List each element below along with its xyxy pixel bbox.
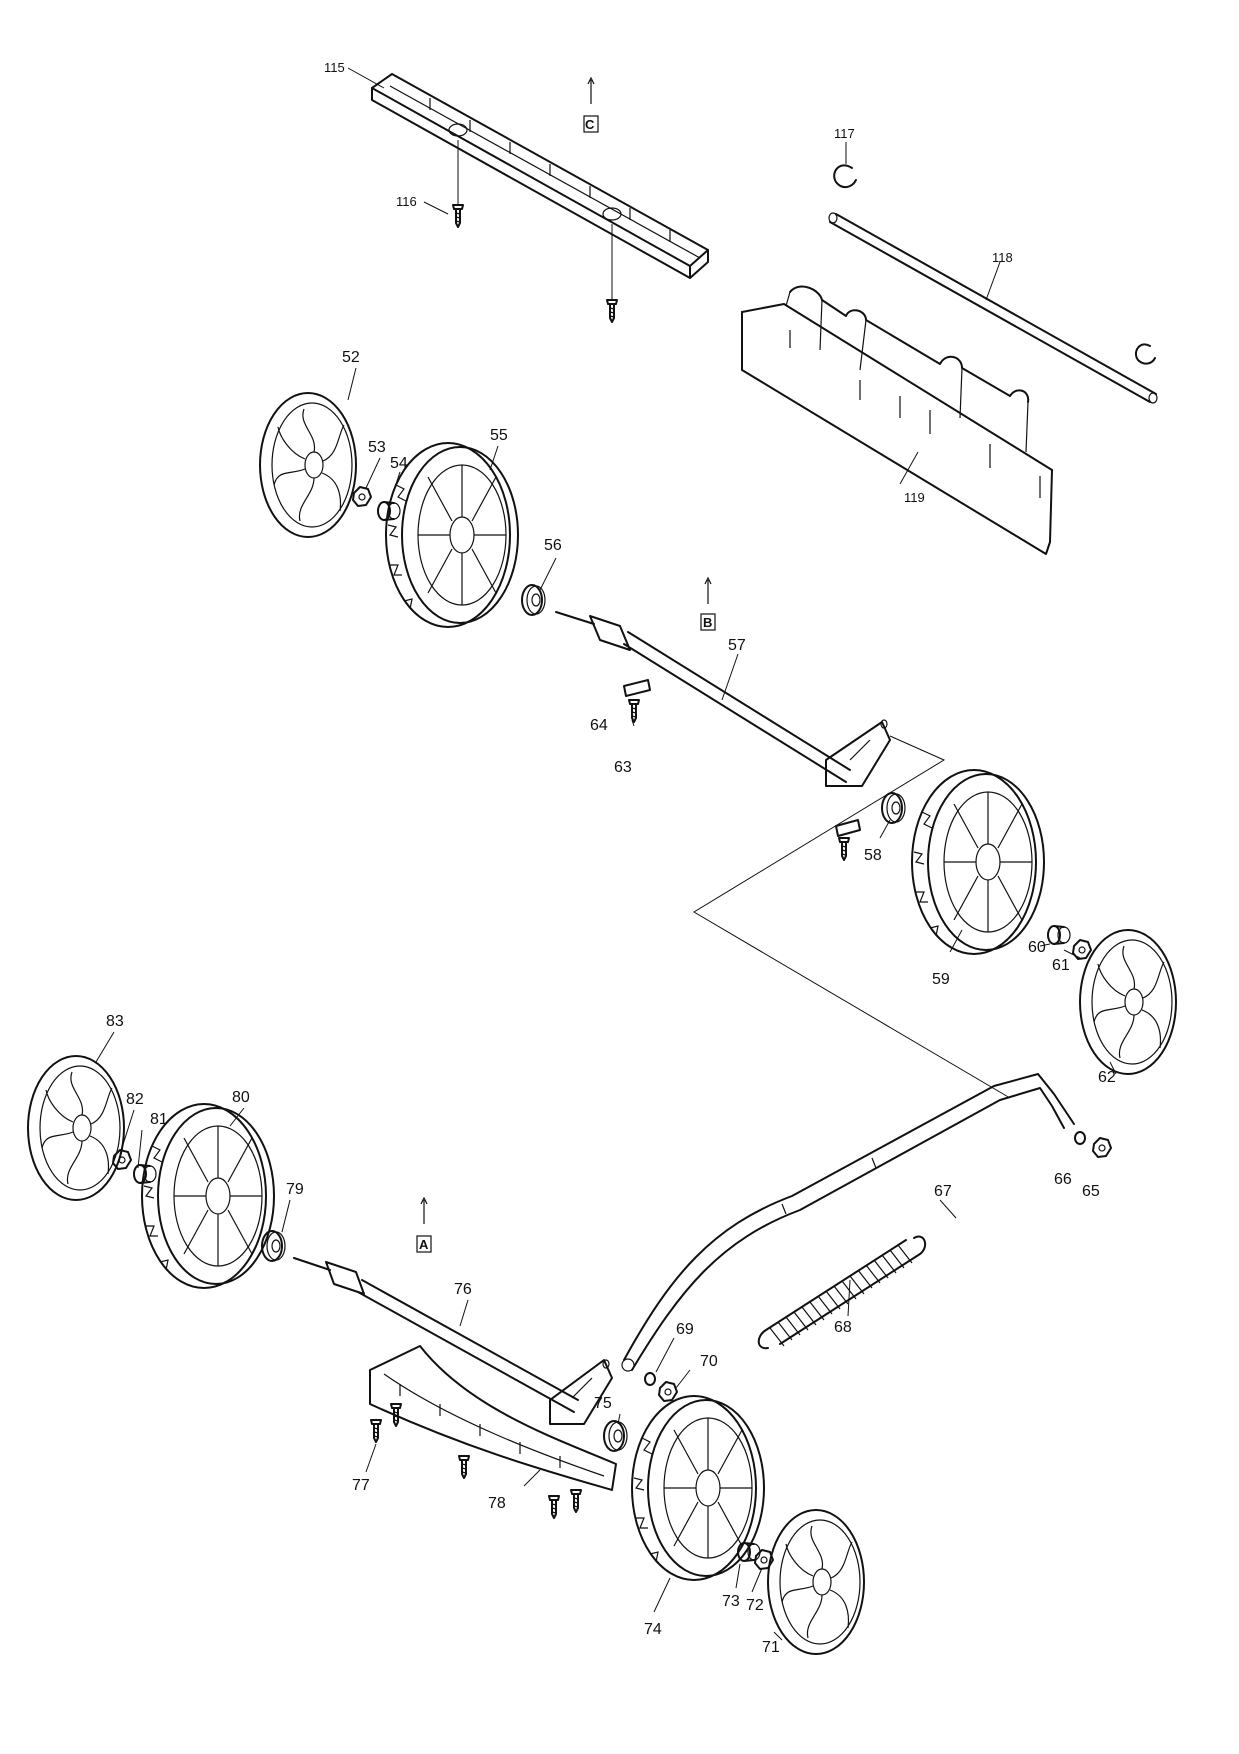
callout-75: 75: [594, 1395, 612, 1412]
callout-60: 60: [1028, 939, 1046, 956]
callout-79: 79: [286, 1181, 304, 1198]
callout-53: 53: [368, 439, 386, 456]
callout-78: 78: [488, 1495, 506, 1512]
callout-80: 80: [232, 1089, 250, 1106]
callout-66: 66: [1054, 1171, 1072, 1188]
callout-56: 56: [544, 537, 562, 554]
part-64-plate: [623, 679, 861, 837]
callout-58: 58: [864, 847, 882, 864]
part-118-rod: [828, 212, 1158, 404]
part-59-wheel: [911, 769, 1045, 955]
callout-57: 57: [728, 637, 746, 654]
callout-52: 52: [342, 349, 360, 366]
part-66-washer: [1074, 1131, 1086, 1145]
callout-labels: 115 116 117 118 119 52 53 54 55 56 57 58…: [106, 60, 1116, 1656]
callout-76: 76: [454, 1281, 472, 1298]
part-116-screws: [452, 140, 618, 323]
callout-115: 115: [324, 60, 345, 75]
part-79-bearing: [261, 1230, 286, 1262]
part-74-wheel: [631, 1395, 765, 1581]
callout-83: 83: [106, 1013, 124, 1030]
callout-81: 81: [150, 1111, 168, 1128]
callout-67: 67: [934, 1183, 952, 1200]
callout-71: 71: [762, 1639, 780, 1656]
part-63-screw: [628, 699, 850, 861]
marker-b-text: B: [703, 615, 712, 630]
part-80-wheel: [141, 1103, 275, 1289]
callout-77: 77: [352, 1477, 370, 1494]
part-65-nut: [1092, 1137, 1112, 1158]
callout-59: 59: [932, 971, 950, 988]
callout-64: 64: [590, 717, 608, 734]
part-75-bearing: [603, 1420, 628, 1452]
reference-marker-c: C: [583, 76, 599, 133]
callout-70: 70: [700, 1353, 718, 1370]
part-67-handle: [621, 1073, 1075, 1372]
marker-c-text: C: [585, 117, 595, 132]
callout-63: 63: [614, 759, 632, 776]
callout-116: 116: [396, 194, 417, 209]
callout-54: 54: [390, 455, 408, 472]
part-60-bushing: [1047, 925, 1071, 945]
part-58-bearing: [881, 792, 906, 824]
part-56-bearing: [521, 584, 546, 616]
part-115-bracket: [371, 73, 709, 279]
callout-119: 119: [904, 490, 925, 505]
part-78-bracket: [369, 1345, 617, 1491]
reference-marker-a: A: [416, 1196, 432, 1253]
callout-72: 72: [746, 1597, 764, 1614]
callout-118: 118: [992, 250, 1013, 265]
part-70-nut: [658, 1381, 678, 1402]
callout-117: 117: [834, 126, 855, 141]
reference-marker-b: B: [700, 576, 716, 631]
callout-69: 69: [676, 1321, 694, 1338]
part-117-e-ring: [833, 164, 1156, 365]
callout-62: 62: [1098, 1069, 1116, 1086]
callout-82: 82: [126, 1091, 144, 1108]
callout-55: 55: [490, 427, 508, 444]
part-119-flap: [741, 285, 1053, 555]
part-53-nut: [352, 486, 372, 507]
part-71-hubcap: [767, 1509, 865, 1655]
part-76-axle: [293, 1257, 613, 1425]
callout-73: 73: [722, 1593, 740, 1610]
assembly-guide-lines: [693, 735, 1011, 1099]
part-62-hubcap: [1079, 929, 1177, 1075]
callout-65: 65: [1082, 1183, 1100, 1200]
leader-lines: [95, 67, 1117, 1641]
callout-61: 61: [1052, 957, 1070, 974]
marker-a-text: A: [419, 1237, 429, 1252]
part-57-axle: [555, 611, 891, 787]
part-68-spring: [757, 1235, 927, 1350]
callout-68: 68: [834, 1319, 852, 1336]
part-69-washer: [644, 1372, 656, 1386]
part-52-hubcap: [259, 392, 357, 538]
part-83-hubcap: [27, 1055, 125, 1201]
callout-74: 74: [644, 1621, 662, 1638]
